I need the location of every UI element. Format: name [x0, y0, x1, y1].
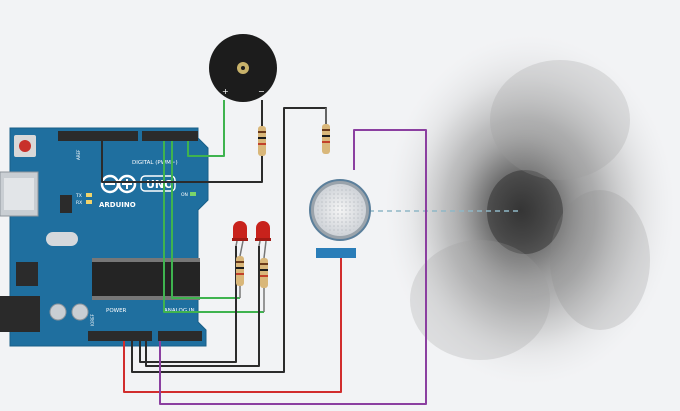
buzzer-icon[interactable]: + − — [209, 34, 277, 102]
wire-led2 — [163, 141, 264, 313]
led-1 — [232, 221, 248, 257]
wire-buzzer-plus — [187, 100, 225, 157]
rx-led — [86, 200, 92, 204]
gas-sensor-icon[interactable] — [309, 179, 371, 258]
resistor-led1 — [236, 256, 244, 298]
wire-sensor-vcc — [123, 256, 342, 393]
infinity-logo-icon — [100, 174, 137, 194]
reset-button[interactable] — [14, 135, 36, 157]
power-jack — [0, 296, 40, 332]
wire-led-gnd-2 — [145, 246, 260, 367]
model-badge: UNO — [140, 175, 176, 192]
wire-sensor-signal — [159, 129, 427, 405]
usb-port-icon — [0, 171, 39, 217]
model-text: UNO — [146, 178, 174, 191]
wire-led1 — [171, 141, 240, 299]
power-label: POWER — [106, 308, 127, 314]
small-chip — [60, 195, 72, 213]
led-2 — [255, 221, 271, 259]
digital-label: DIGITAL (PWM~) — [132, 160, 178, 166]
digital-header — [58, 131, 198, 141]
smoke-cloud-icon — [385, 35, 675, 385]
resistor-sensor — [322, 108, 330, 154]
wire-buzzer-resistor — [101, 141, 263, 183]
led-icon[interactable] — [232, 221, 271, 259]
regulator — [16, 262, 38, 286]
on-label: ON — [181, 192, 188, 198]
arduino-board[interactable]: ARDUINO UNO DIGITAL (PWM~) POWER ANALOG … — [0, 127, 209, 347]
resistor-icon — [236, 108, 330, 312]
buzzer-minus: − — [258, 87, 265, 96]
tx-label: TX — [75, 193, 82, 199]
wire-led-gnd-1 — [139, 246, 237, 363]
resistor-led2 — [260, 258, 268, 312]
power-analog-header — [88, 331, 202, 341]
wires — [101, 100, 427, 405]
brand-text: ARDUINO — [99, 201, 136, 209]
resistor-buzzer — [258, 126, 266, 156]
microcontroller-chip — [92, 258, 200, 300]
buzzer-plus: + — [222, 87, 229, 96]
tx-led — [86, 193, 92, 197]
capacitor-1 — [49, 303, 67, 321]
rx-label: RX — [76, 200, 82, 206]
on-led — [190, 192, 196, 196]
ioref-label: IOREF — [90, 313, 95, 326]
crystal — [46, 232, 78, 246]
aref-label: AREF — [76, 149, 81, 160]
capacitor-2 — [71, 303, 89, 321]
